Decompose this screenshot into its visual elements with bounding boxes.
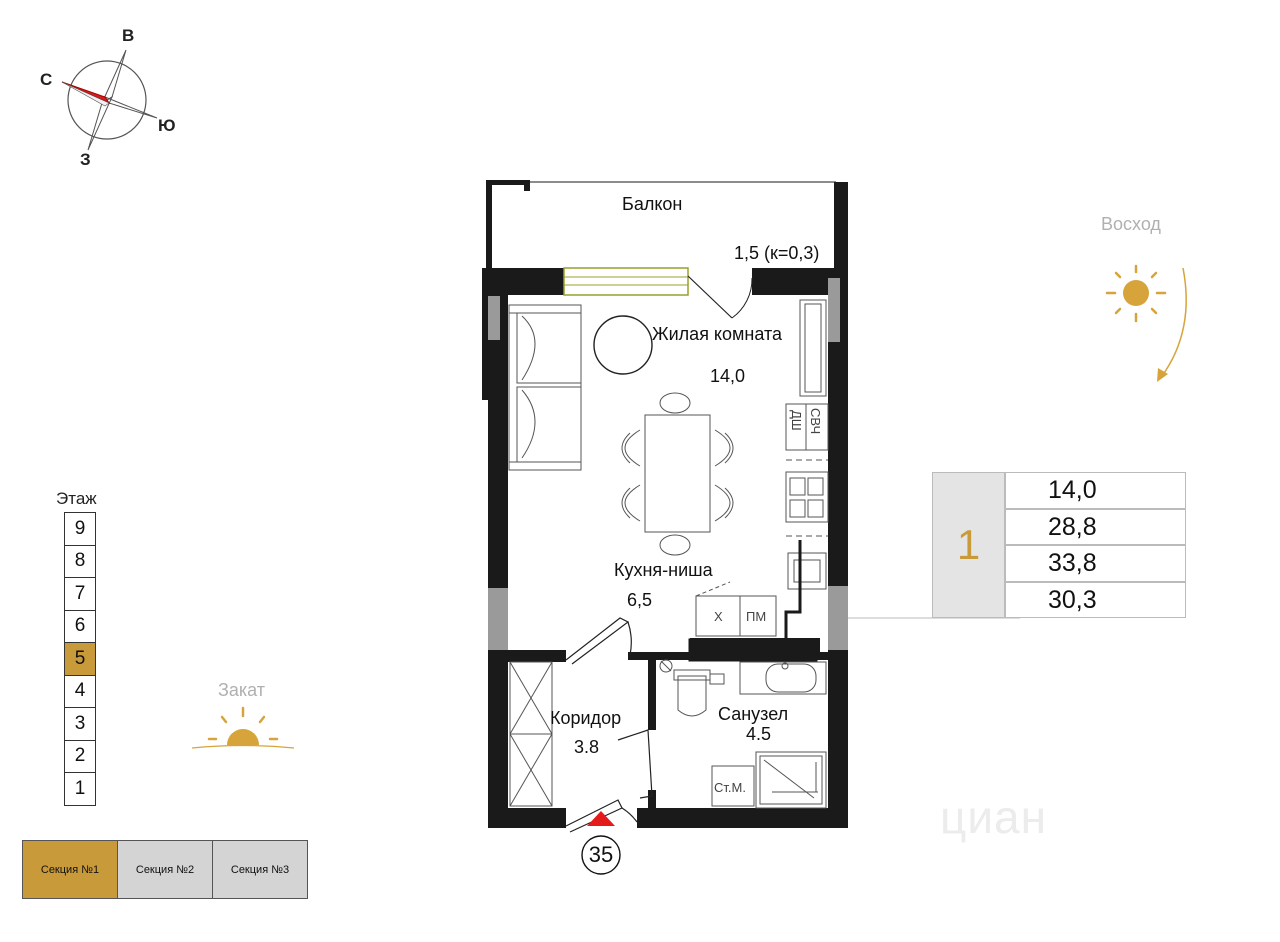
summary-living-area: 14,0 [1005,472,1186,509]
floor-title: Этаж [56,489,97,508]
bathroom-fixtures [673,661,827,809]
compass-south-label: Ю [158,116,176,135]
floor-item[interactable]: 7 [64,577,96,611]
dishwasher-label: ДШ [789,410,804,431]
sunset-label: Закат [218,680,266,700]
section-selector: Секция №1 Секция №2 Секция №3 [22,840,308,899]
floor-item[interactable]: 2 [64,739,96,773]
windows [488,278,848,650]
floor-item[interactable]: 9 [64,512,96,546]
floor-item-active[interactable]: 5 [64,642,96,676]
balcony-name: Балкон [622,194,683,214]
floor-item[interactable]: 4 [64,674,96,708]
sofa [508,304,582,471]
wardrobe [509,661,553,807]
microwave-label: СВЧ [808,408,823,435]
living-room-area: 14,0 [710,366,746,386]
pm-label: ПМ [746,609,767,624]
living-room-name: Жилая комната [652,324,783,344]
summary-area-2: 28,8 [1005,508,1186,545]
balcony-area: 1,5 (к=0,3) [734,243,820,263]
section-button-2[interactable]: Секция №2 [117,840,213,899]
compass [61,49,158,151]
summary-area-4: 30,3 [1005,581,1186,618]
sunrise-label: Восход [1101,214,1161,234]
apartment-number-circle [581,835,621,875]
kitchen-area: 6,5 [627,590,653,610]
bathroom-name: Санузел [718,704,789,724]
floor-item[interactable]: 6 [64,609,96,643]
section-button-3[interactable]: Секция №3 [212,840,308,899]
apartment-summary: 1 14,0 28,8 33,8 30,3 [932,472,1186,618]
dining-set [621,392,734,556]
kitchen-name: Кухня-ниша [614,560,713,580]
fridge-label: Х [714,609,723,624]
apartment-number: 35 [588,842,614,867]
sunrise-sun-icon [1105,264,1167,323]
floor-item[interactable]: 8 [64,544,96,578]
section-button-1[interactable]: Секция №1 [22,840,118,899]
floor-item[interactable]: 3 [64,707,96,741]
corridor-area: 3.8 [574,737,600,757]
summary-total-area: 33,8 [1005,545,1186,582]
bathroom-area: 4.5 [746,724,772,744]
sun-path-arrow [1161,267,1187,377]
compass-west-label: З [80,150,91,169]
compass-east-label: В [122,26,135,45]
corridor-name: Коридор [550,708,622,728]
partition-hatch [688,638,818,662]
floor-item[interactable]: 1 [64,772,96,806]
entrance-marker [587,811,615,826]
watermark: циан [940,791,1048,843]
floor-selector: 9 8 7 6 5 4 3 2 1 [64,512,96,806]
sunset-sun-icon [207,706,279,745]
washer-label: Ст.М. [714,780,746,795]
balcony-window [563,267,689,296]
rooms-count: 1 [932,472,1005,618]
kitchen-units [695,299,829,637]
compass-north-label: С [40,70,53,89]
